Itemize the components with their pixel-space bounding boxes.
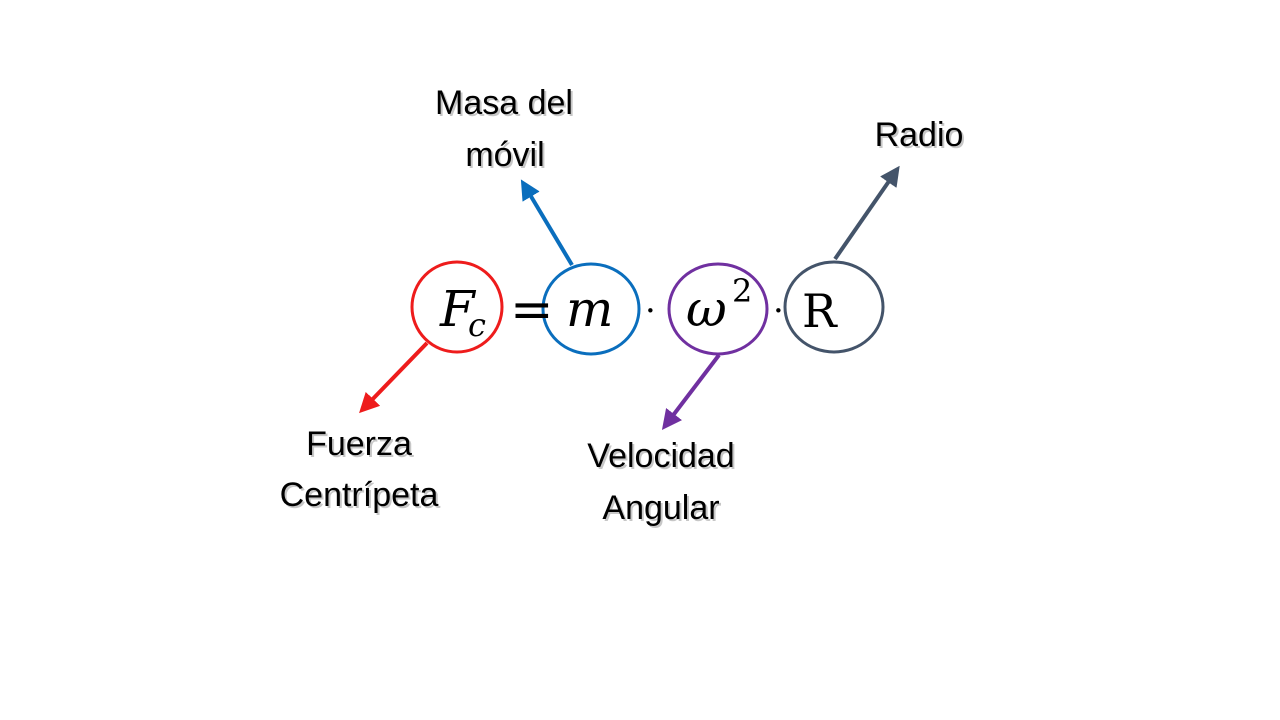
dot-operator-2: ·: [773, 291, 784, 331]
force-symbol: F: [439, 280, 477, 338]
force-arrow: [359, 341, 429, 414]
velocity-label: Velocidad Velocidad Angular Angular: [587, 437, 736, 529]
svg-text:Velocidad: Velocidad: [589, 439, 736, 477]
radius-label: Radio Radio: [875, 116, 966, 156]
force-label-line1: Fuerza: [306, 425, 412, 463]
omega-exponent: 2: [732, 272, 752, 310]
force-subscript: c: [468, 306, 486, 344]
velocity-label-line2: Angular: [602, 489, 719, 527]
radius-symbol: R: [802, 284, 838, 338]
force-circle: [410, 260, 504, 354]
velocity-label-line1: Velocidad: [587, 437, 734, 475]
svg-text:Centrípeta: Centrípeta: [282, 478, 441, 516]
svg-text:móvil: móvil: [467, 138, 546, 176]
dot-operator-1: ·: [645, 291, 656, 331]
velocity-arrow: [661, 353, 721, 430]
mass-circle: [541, 262, 641, 356]
svg-text:Masa del: Masa del: [437, 86, 575, 124]
radius-label-text: Radio: [875, 116, 964, 154]
omega-circle: [667, 262, 769, 356]
mass-label-line2: móvil: [465, 136, 544, 174]
omega-symbol: ω: [686, 280, 727, 338]
force-label-line2: Centrípeta: [280, 476, 439, 514]
force-label: Fuerza Fuerza Centrípeta Centrípeta: [280, 425, 441, 516]
radius-arrow: [833, 165, 900, 261]
mass-symbol: m: [566, 280, 613, 338]
mass-label-line1: Masa del: [435, 84, 573, 122]
svg-text:Angular: Angular: [604, 491, 721, 529]
radius-circle: [783, 260, 885, 354]
equals-sign: =: [510, 280, 554, 340]
svg-text:Radio: Radio: [877, 118, 966, 156]
svg-text:Fuerza: Fuerza: [308, 427, 414, 465]
mass-label: Masa del Masa del móvil móvil: [435, 84, 575, 176]
mass-arrow: [520, 179, 574, 267]
